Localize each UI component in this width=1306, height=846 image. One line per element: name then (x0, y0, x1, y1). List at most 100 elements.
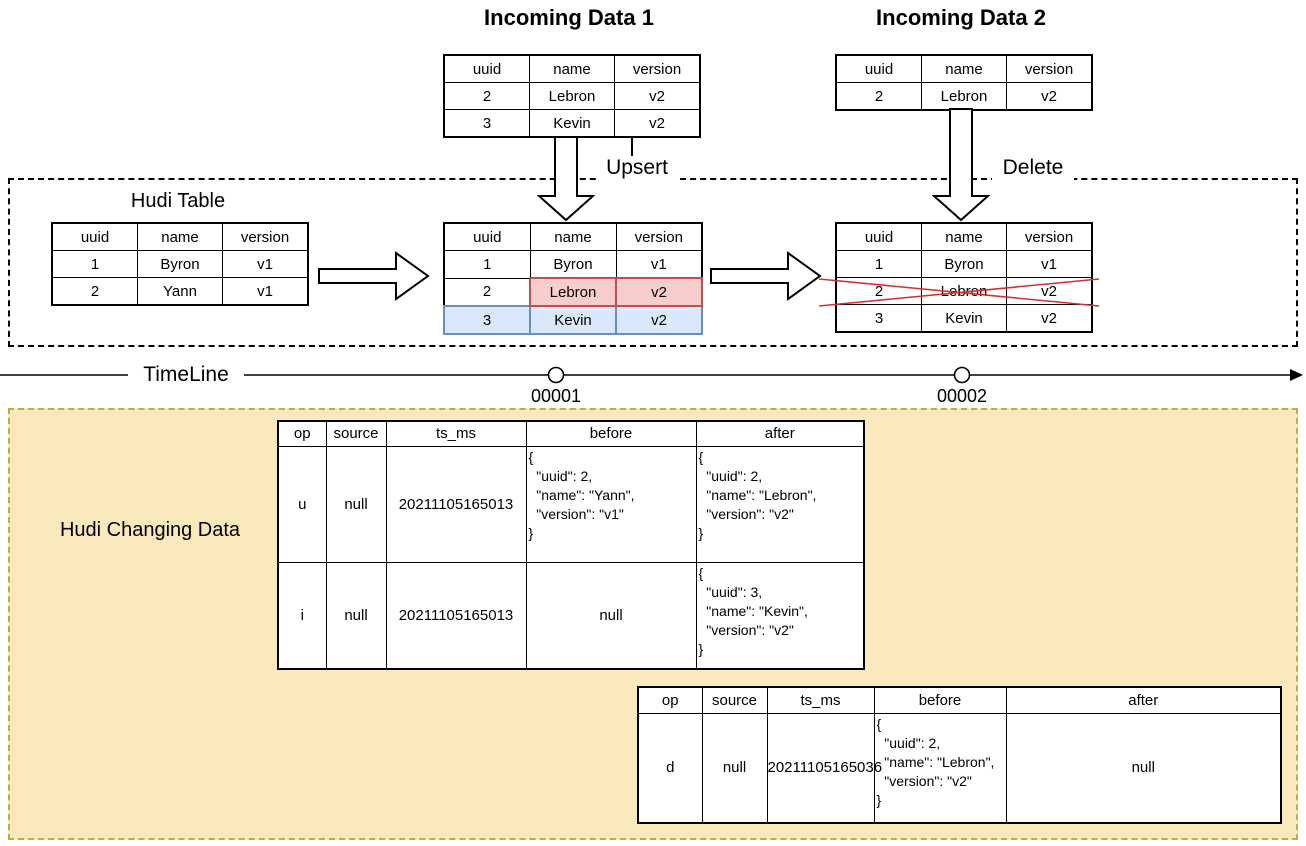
table-header-row: op source ts_ms before after (637, 686, 1282, 714)
cell-after-json: { "uuid": 3, "name": "Kevin", "version":… (695, 561, 865, 670)
col-header-uuid: uuid (835, 222, 922, 251)
cell-version: v1 (222, 250, 309, 278)
cell-after-null: null (1005, 712, 1282, 824)
col-header-name: name (921, 222, 1007, 251)
cell-name: Byron (921, 250, 1007, 278)
col-header-op: op (277, 420, 327, 447)
cell-uuid-inserted: 3 (443, 305, 531, 335)
cell-name: Yann (137, 277, 223, 306)
col-header-uuid: uuid (835, 54, 922, 83)
cell-before-json: { "uuid": 2, "name": "Yann", "version": … (525, 445, 697, 563)
cell-op: u (277, 445, 327, 563)
deleted-row-cross-icon (818, 278, 1100, 307)
incoming-data-1-table: uuid name version 2 Lebron v2 3 Kevin v2 (443, 54, 701, 138)
right-arrow-1 (318, 251, 430, 301)
timeline-axis (0, 366, 1303, 384)
col-header-uuid: uuid (51, 222, 138, 251)
cell-name: Lebron (529, 82, 615, 110)
cell-before-json: { "uuid": 2, "name": "Lebron", "version"… (873, 712, 1007, 824)
table-row: 1 Byron v1 (443, 250, 703, 279)
incoming-data-2-table: uuid name version 2 Lebron v2 (835, 54, 1093, 111)
timeline-commit-2-marker (953, 366, 971, 384)
changelog-table-2: op source ts_ms before after d null 2021… (637, 686, 1282, 824)
col-header-version: version (615, 222, 703, 251)
timeline-arrowhead-icon (1290, 369, 1303, 381)
table-header-row: uuid name version (835, 54, 1093, 83)
col-header-before: before (873, 686, 1007, 714)
timeline-tick-00001: 00001 (530, 386, 582, 406)
delete-label: Delete (992, 156, 1074, 180)
hudi-table-after-delete: uuid name version 1 Byron v1 2 Lebron v2… (835, 222, 1093, 333)
table-row-updated: 2 Lebron v2 (443, 277, 703, 307)
cell-version: v2 (614, 109, 701, 138)
cell-op: d (637, 712, 703, 824)
cell-ts-ms: 20211105165013 (385, 561, 527, 670)
col-header-ts-ms: ts_ms (385, 420, 527, 447)
cell-version-inserted: v2 (615, 305, 703, 335)
col-header-version: version (614, 54, 701, 83)
cell-name: Lebron (921, 82, 1007, 111)
table-row: 2 Yann v1 (51, 277, 309, 306)
col-header-uuid: uuid (443, 54, 530, 83)
cell-uuid: 1 (443, 250, 531, 279)
table-header-row: uuid name version (51, 222, 309, 251)
timeline-commit-1-marker (547, 366, 565, 384)
table-header-row: op source ts_ms before after (277, 420, 865, 447)
table-row: 1 Byron v1 (51, 250, 309, 278)
col-header-version: version (222, 222, 309, 251)
table-row-deleted: 2 Lebron v2 (835, 277, 1093, 305)
hudi-table-initial: uuid name version 1 Byron v1 2 Yann v1 (51, 222, 309, 306)
cell-uuid: 2 (443, 277, 531, 307)
cell-uuid: 3 (443, 109, 530, 138)
changelog-row-delete: d null 20211105165036 { "uuid": 2, "name… (637, 712, 1282, 824)
changelog-row-insert: i null 20211105165013 null { "uuid": 3, … (277, 561, 865, 670)
cell-name-inserted: Kevin (529, 305, 617, 335)
upsert-label: Upsert (596, 156, 678, 180)
table-row: 3 Kevin v2 (835, 304, 1093, 333)
cell-uuid: 2 (443, 82, 530, 110)
changelog-row-update: u null 20211105165013 { "uuid": 2, "name… (277, 445, 865, 563)
cell-source: null (701, 712, 768, 824)
table-row-inserted: 3 Kevin v2 (443, 305, 703, 335)
cell-version: v1 (1006, 250, 1093, 278)
table-row: 2 Lebron v2 (835, 82, 1093, 111)
cell-uuid: 3 (835, 304, 922, 333)
cell-op: i (277, 561, 327, 670)
cell-name-updated: Lebron (529, 277, 617, 307)
cell-after-json: { "uuid": 2, "name": "Lebron", "version"… (695, 445, 865, 563)
col-header-op: op (637, 686, 703, 714)
right-arrow-2 (710, 251, 822, 301)
col-header-ts-ms: ts_ms (766, 686, 875, 714)
cell-name: Kevin (529, 109, 615, 138)
cell-before-null: null (525, 561, 697, 670)
table-header-row: uuid name version (443, 54, 701, 83)
table-header-row: uuid name version (835, 222, 1093, 251)
cell-version: v2 (1006, 82, 1093, 111)
table-row: 2 Lebron v2 (443, 82, 701, 110)
cell-name: Byron (137, 250, 223, 278)
upsert-connector-line (631, 137, 633, 160)
col-header-after: after (1005, 686, 1282, 714)
table-row: 1 Byron v1 (835, 250, 1093, 278)
cell-uuid: 1 (835, 250, 922, 278)
cell-source: null (325, 445, 387, 563)
col-header-name: name (529, 222, 617, 251)
incoming-data-1-title: Incoming Data 1 (484, 5, 654, 30)
cell-version-updated: v2 (615, 277, 703, 307)
table-row: 3 Kevin v2 (443, 109, 701, 138)
cell-source: null (325, 561, 387, 670)
timeline-label: TimeLine (128, 363, 244, 387)
col-header-uuid: uuid (443, 222, 531, 251)
cell-version: v1 (222, 277, 309, 306)
cell-uuid: 2 (835, 82, 922, 111)
col-header-name: name (921, 54, 1007, 83)
delete-down-arrow (932, 108, 990, 222)
cell-ts-ms: 20211105165036 (766, 712, 882, 824)
cell-ts-ms: 20211105165013 (385, 445, 527, 563)
timeline-tick-00002: 00002 (936, 386, 988, 406)
cell-version: v2 (614, 82, 701, 110)
cell-uuid: 2 (51, 277, 138, 306)
col-header-source: source (325, 420, 387, 447)
hudi-table-label: Hudi Table (130, 190, 226, 212)
upsert-down-arrow (537, 136, 595, 222)
